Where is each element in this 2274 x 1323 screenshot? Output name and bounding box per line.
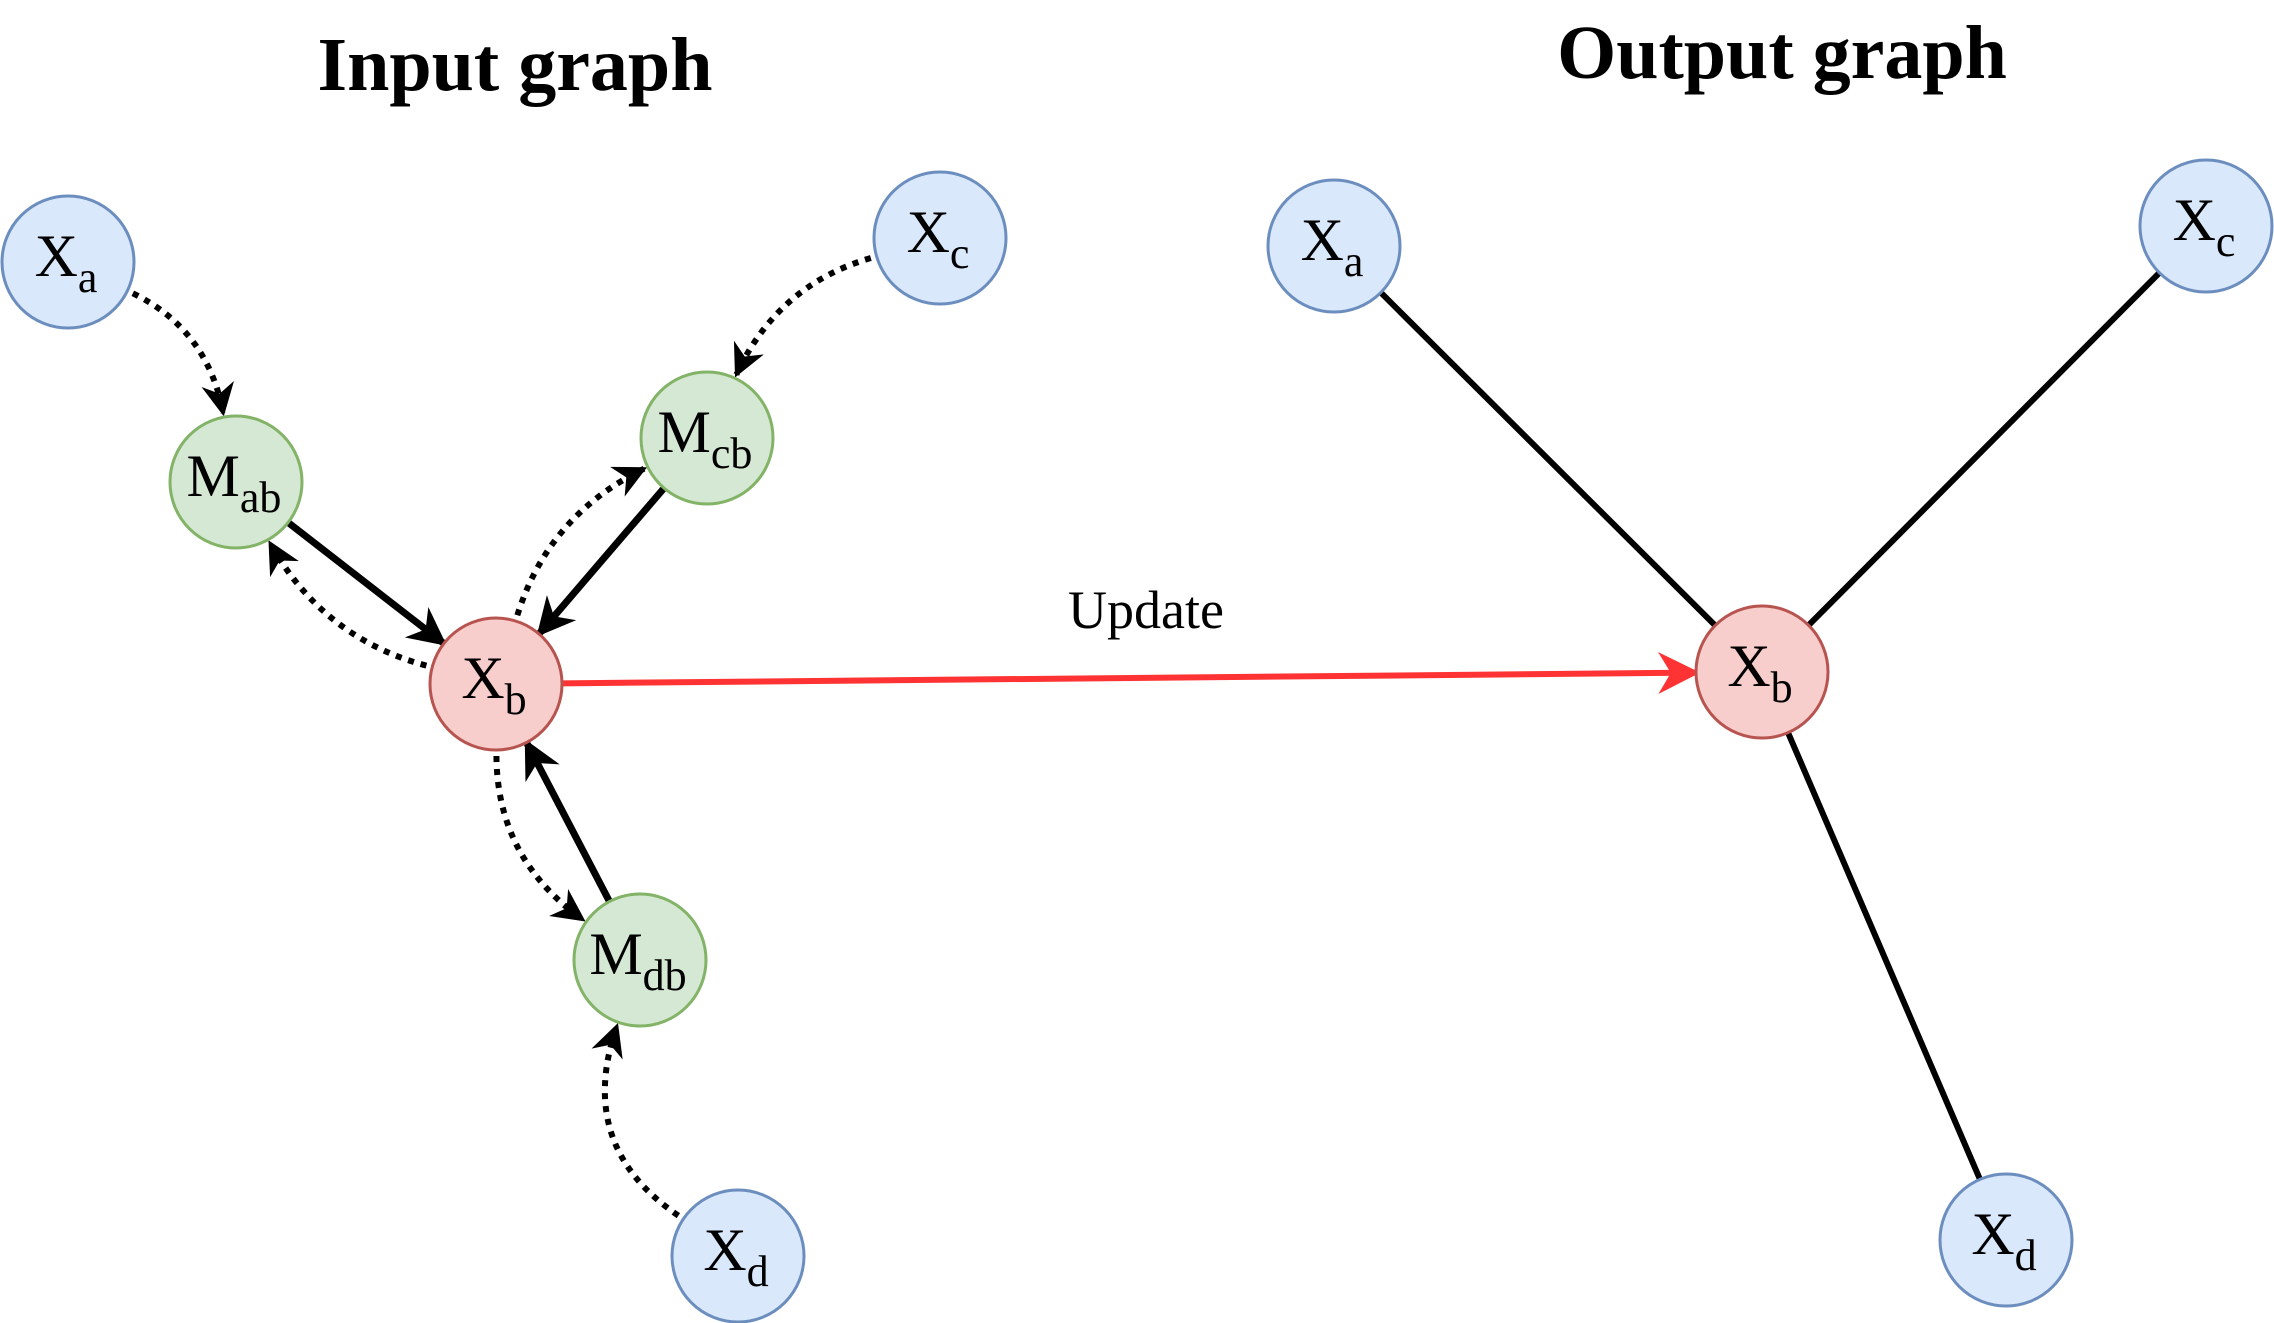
node-label-subscript: b [1771,663,1793,712]
dotted-arrow-xb-to-mab [267,540,428,669]
node-label-main: X [2173,187,2216,253]
dotted-arrow-xa-to-mab [131,290,234,417]
node-label-subscript: ab [240,473,282,522]
edges-layer [131,255,2162,1219]
node-circle [0,194,136,330]
output-node-xc: Xc [2138,158,2274,294]
solid-arrow-mcb-to-xb [536,485,667,637]
input-node-mdb: Mdb [572,892,708,1028]
node-circle [428,616,564,752]
node-label: Mcb [658,399,753,478]
node-label-subscript: a [1344,237,1364,286]
dotted-arrow-xd-to-mdb [591,1022,681,1219]
node-label-subscript: d [2015,1231,2037,1280]
input-node-mab: Mab [168,414,304,550]
output-node-xd: Xd [1938,1172,2074,1308]
node-label-subscript: db [643,951,687,1000]
node-circle [1938,1172,2074,1308]
dotted-arrow-xb-to-mcb [514,466,648,617]
node-label-main: X [1301,207,1344,273]
node-circle [872,170,1008,306]
node-label-subscript: cb [711,429,753,478]
input-node-xd: Xd [670,1188,806,1323]
node-circle [639,370,775,506]
node-label-main: X [1727,633,1770,699]
output-edge-xd-xb [1785,731,1983,1181]
output-edge-xa-xb [1378,290,1718,628]
solid-arrow-mdb-to-xb [523,739,613,904]
input-node-xa: Xa [0,194,136,330]
update-label: Update [1068,580,1224,640]
node-label: Xc [2173,187,2236,266]
output-edge-xc-xb [1806,270,2162,628]
input-node-xc: Xc [872,170,1008,306]
node-circle [2138,158,2274,294]
node-label-subscript: a [78,253,98,302]
node-circle [572,892,708,1028]
output-node-xb: Xb [1694,604,1830,740]
node-label: Xb [461,645,526,724]
node-label-main: M [187,443,240,509]
node-label: Mdb [589,921,686,1000]
node-label: Xa [1301,207,1364,286]
output-node-xa: Xa [1266,178,1402,314]
dotted-arrow-xc-to-mcb [733,255,872,378]
input-node-mcb: Mcb [639,370,775,506]
node-circle [1694,604,1830,740]
dotted-arrow-xb-to-mdb [493,755,586,923]
node-label-main: X [35,223,78,289]
node-label: Xb [1727,633,1792,712]
node-label-subscript: b [505,675,527,724]
node-label: Xd [703,1217,768,1296]
node-label-main: X [907,199,950,265]
node-circle [168,414,304,550]
solid-arrow-mab-to-xb [285,519,447,647]
update-arrow [561,651,1701,694]
input-node-xb: Xb [428,616,564,752]
input-graph-title: Input graph [318,23,713,107]
node-label: Mab [187,443,282,522]
node-label-main: X [1971,1201,2014,1267]
node-label-subscript: d [747,1247,769,1296]
node-label-subscript: c [2216,217,2236,266]
node-label-main: M [589,921,642,987]
node-label: Xc [907,199,970,278]
node-label: Xd [1971,1201,2036,1280]
node-label: Xa [35,223,98,302]
node-label-main: X [461,645,504,711]
node-label-main: X [703,1217,746,1283]
node-circle [1266,178,1402,314]
node-label-main: M [658,399,711,465]
node-circle [670,1188,806,1323]
output-graph-title: Output graph [1557,11,2007,95]
node-label-subscript: c [950,229,970,278]
